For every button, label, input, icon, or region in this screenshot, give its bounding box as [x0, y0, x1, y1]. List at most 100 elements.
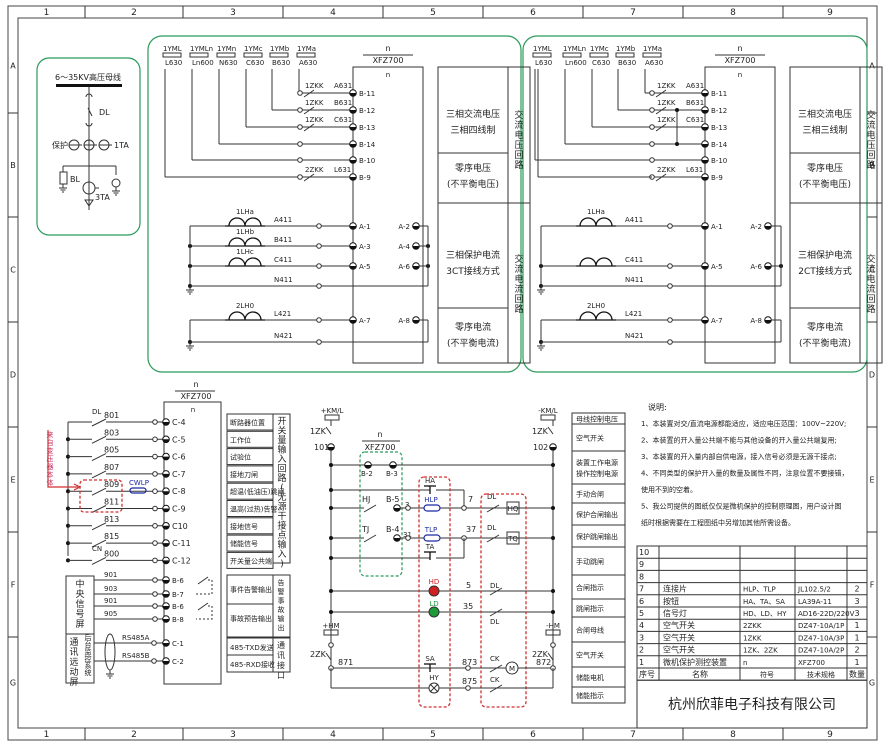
- binary-input-contact-icon: [91, 435, 107, 444]
- current-transformer-icon: [225, 257, 265, 267]
- char: 控: [85, 654, 92, 663]
- char: 监: [85, 647, 92, 656]
- breaker-label: DL: [490, 618, 499, 626]
- char: 流: [866, 283, 875, 295]
- air-switch-icon: [325, 426, 332, 435]
- terminal-fill: [701, 226, 709, 230]
- terminal-icon: [297, 124, 303, 130]
- ct-label: 1LHa: [587, 208, 605, 216]
- bom-header: 数量: [849, 669, 865, 679]
- coil-label: HQ: [508, 505, 519, 513]
- trip-relay-contact-icon: [363, 534, 377, 543]
- terminal-icon: [152, 557, 158, 564]
- char: 交: [866, 253, 875, 265]
- terminal-icon: [667, 263, 673, 269]
- junction-dot: [675, 142, 679, 146]
- terminal-fill: [349, 160, 357, 164]
- ground-icon: [59, 184, 67, 193]
- device-ref: n: [377, 430, 382, 439]
- comm-side-cell: [272, 637, 291, 673]
- terminal-label: B-11: [711, 90, 727, 98]
- device-box-ref: n: [191, 406, 195, 414]
- char: 路: [277, 472, 286, 484]
- air-switch-icon: [547, 426, 554, 435]
- grid-col-label-bottom: 6: [530, 730, 536, 740]
- contact-label: DL: [92, 408, 101, 416]
- terminal-fill: [162, 543, 170, 547]
- char: 路: [866, 159, 875, 171]
- char: 警: [278, 587, 285, 596]
- terminal-label: B-3: [386, 470, 398, 478]
- char: 信: [75, 598, 84, 610]
- wire-label: N411: [274, 276, 293, 284]
- trip-indicator-lamp-icon: [428, 606, 440, 618]
- trip-coil-icon: [506, 531, 520, 545]
- grid-col-label-bottom: 4: [330, 730, 336, 740]
- terminal-label: C10: [172, 522, 188, 531]
- device-terminal-icon: [162, 418, 170, 426]
- company-name: 杭州欣菲电子科技有限公司: [668, 697, 836, 713]
- disconnect-bottom-icon: [85, 122, 93, 127]
- bom-cell-index: 7: [639, 585, 644, 594]
- terminal-icon: [152, 471, 158, 477]
- bus-wire-label: C630: [592, 59, 610, 67]
- note-item: 1、本装置对交/直流电源都能适应，适应电压范围：100V~220V;: [641, 419, 846, 428]
- junction-dot: [551, 463, 555, 467]
- legend-item-label: 合闸母线: [576, 626, 604, 635]
- breaker-blade-icon: [87, 107, 93, 117]
- shielded-cable-icon: [104, 633, 116, 671]
- terminal-fill: [349, 144, 357, 148]
- terminal-label: C-1: [172, 640, 184, 648]
- device-ref: n: [193, 380, 198, 389]
- device-terminal-icon: [162, 470, 170, 478]
- device-terminal-icon: [701, 89, 709, 97]
- signal-desc-box: [226, 574, 274, 638]
- terminal-fill: [162, 491, 170, 495]
- current-transformer-icon: [576, 217, 616, 227]
- terminal-fill: [162, 473, 170, 478]
- notes-block: 说明:1、本装置对交/直流电源都能适应，适应电压范围：100V~220V;2、本…: [641, 402, 848, 527]
- wire: [547, 652, 554, 661]
- note-item: 3、本装置的开入量内部自供电源，接入信号必须是无源干接点;: [641, 452, 837, 461]
- terminal-label: A-1: [359, 223, 371, 231]
- binary-input-desc: 储能信号: [230, 539, 258, 548]
- protect-ct-label: 保护: [52, 140, 68, 150]
- char: ): [280, 560, 284, 570]
- wire-label: RS485B: [122, 652, 150, 660]
- terminal-fill: [412, 246, 420, 250]
- char: 交: [514, 109, 523, 121]
- control-bus-label: +KM/L: [321, 407, 344, 415]
- bus-bar-icon: [562, 52, 582, 58]
- char: 台: [85, 640, 92, 649]
- title-block: [636, 679, 868, 729]
- terminal-icon: [465, 685, 471, 691]
- ct3-label: 3TA: [95, 193, 110, 202]
- char: 自: [47, 438, 54, 447]
- bom-cell-qty: 2: [854, 585, 859, 594]
- wire: [325, 426, 332, 435]
- lamp-label: HD: [429, 578, 440, 586]
- alarm-contact-icon: [197, 576, 209, 585]
- node-terminal-icon: [327, 443, 335, 451]
- binary-side-cell: [272, 413, 291, 564]
- device-terminal-icon: [364, 461, 372, 469]
- bom-cell-name: 空气开关: [663, 620, 695, 630]
- char: 交: [866, 109, 875, 121]
- wire-label: 813: [104, 515, 119, 524]
- bom-cell-spec: AD16-22D/220V: [798, 610, 855, 618]
- terminal-icon: [152, 453, 158, 460]
- voltage-circuit-left: 1YMLL6301YMLnLn6001YMnN6301YMcC6301YMbB6…: [162, 44, 531, 364]
- wire-label: 905: [104, 610, 117, 618]
- terminal-fill: [349, 266, 357, 270]
- bus-tag-label: 1YML: [533, 45, 552, 53]
- link-label: TLP: [424, 526, 437, 534]
- bus-tag-label: 1YMb: [270, 45, 290, 53]
- wire-label: A631: [334, 82, 352, 90]
- wire-label: 7: [468, 495, 473, 504]
- wire: [91, 435, 107, 444]
- binary-input-contact-icon: [91, 505, 107, 513]
- legend-item-label: 储能指示: [576, 691, 604, 700]
